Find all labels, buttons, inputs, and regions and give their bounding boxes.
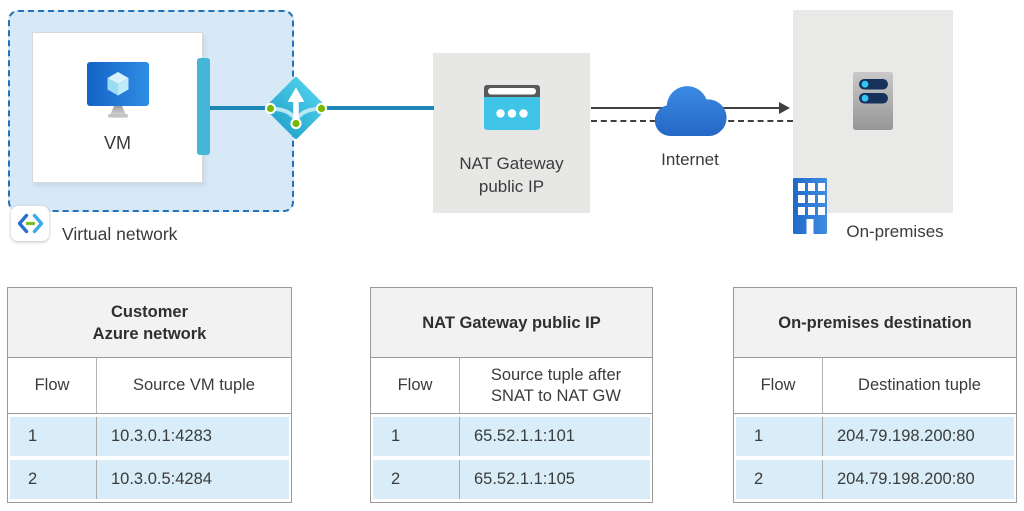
internet-cloud-icon (652, 86, 728, 144)
table-body: 1 10.3.0.1:4283 2 10.3.0.5:4284 (8, 414, 291, 502)
table-row: 2 10.3.0.5:4284 (10, 460, 289, 499)
building-icon (793, 178, 827, 239)
arrow-head (779, 102, 790, 114)
column-header-flow: Flow (371, 358, 460, 413)
public-ip-icon (483, 53, 540, 135)
on-premises-label: On-premises (846, 222, 944, 241)
vm-card: VM (32, 32, 203, 183)
subnet-bar (197, 58, 210, 155)
table-row: 2 204.79.198.200:80 (736, 460, 1014, 499)
column-header-destination-tuple: Destination tuple (858, 376, 981, 394)
internet-label: Internet (661, 150, 719, 169)
table-row: 1 10.3.0.1:4283 (10, 417, 289, 456)
table-row: 1 204.79.198.200:80 (736, 417, 1014, 456)
nat-gateway-icon (264, 76, 328, 145)
server-icon (853, 72, 893, 135)
table-title: On-premises destination (734, 288, 1016, 358)
table-body: 1 65.52.1.1:101 2 65.52.1.1:105 (371, 414, 652, 502)
column-header-flow: Flow (734, 358, 823, 413)
table-on-premises-destination: On-premises destination Flow Destination… (733, 287, 1017, 503)
table-header-row: Flow Source VM tuple (8, 358, 291, 414)
column-header-flow: Flow (8, 358, 97, 413)
table-nat-gateway-public-ip: NAT Gateway public IP Flow Source tuple … (370, 287, 653, 503)
column-header-source-vm-tuple: Source VM tuple (133, 376, 255, 394)
vm-label: VM (104, 132, 131, 153)
table-body: 1 204.79.198.200:80 2 204.79.198.200:80 (734, 414, 1016, 502)
nat-gateway-label: NAT Gateway public IP (459, 154, 564, 196)
table-row: 1 65.52.1.1:101 (373, 417, 650, 456)
vm-icon (86, 61, 149, 124)
table-title: Customer Azure network (8, 288, 291, 358)
table-header-row: Flow Destination tuple (734, 358, 1016, 414)
table-row: 2 65.52.1.1:105 (373, 460, 650, 499)
virtual-network-icon (11, 206, 49, 241)
table-customer-azure-network: Customer Azure network Flow Source VM tu… (7, 287, 292, 503)
column-header-source-tuple-after-snat: Source tuple after SNAT to NAT GW (490, 365, 622, 405)
table-header-row: Flow Source tuple after SNAT to NAT GW (371, 358, 652, 414)
table-title: NAT Gateway public IP (371, 288, 652, 358)
virtual-network-label: Virtual network (62, 224, 178, 244)
nat-gateway-public-ip-card: NAT Gateway public IP (433, 53, 590, 213)
